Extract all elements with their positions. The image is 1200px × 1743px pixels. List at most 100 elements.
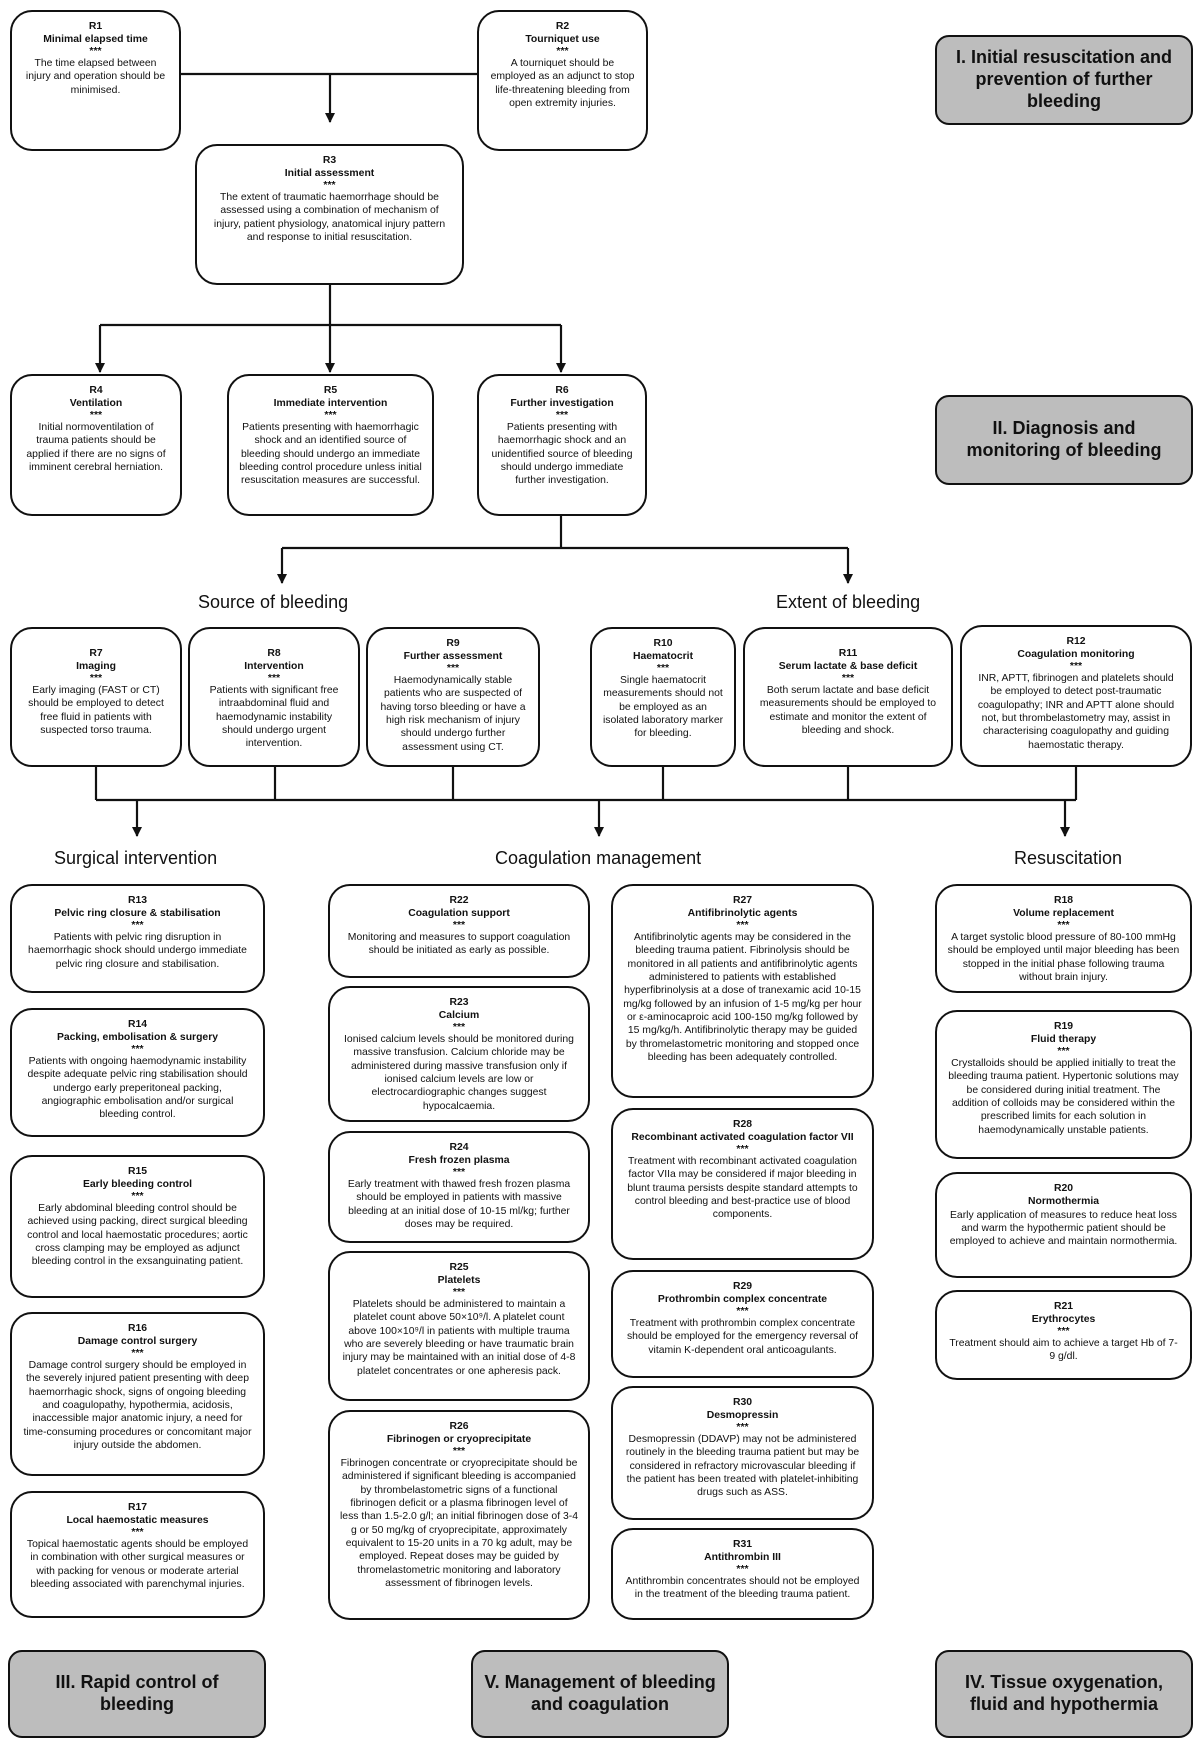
rec-title: Recombinant activated coagulation factor…	[631, 1132, 854, 1144]
rec-title: Imaging	[76, 661, 116, 673]
rec-r15: R15 Early bleeding control *** Early abd…	[10, 1155, 265, 1298]
rec-title: Minimal elapsed time	[43, 34, 148, 46]
rec-grade: ***	[656, 662, 670, 674]
rec-id: R23	[449, 997, 469, 1008]
rec-text: Ionised calcium levels should be monitor…	[344, 1034, 574, 1112]
rec-grade: ***	[1069, 660, 1083, 672]
rec-r28: R28 Recombinant activated coagulation fa…	[611, 1108, 874, 1260]
rec-text: Patients presenting with haemorrhagic sh…	[239, 422, 422, 487]
rec-r29: R29 Prothrombin complex concentrate *** …	[611, 1270, 874, 1378]
header-coagulation-management: Coagulation management	[495, 848, 702, 868]
rec-title: Prothrombin complex concentrate	[657, 1294, 828, 1306]
rec-text: Early application of measures to reduce …	[949, 1209, 1178, 1248]
rec-grade: ***	[736, 1143, 749, 1155]
rec-id: R4	[89, 385, 103, 396]
rec-id: R30	[732, 1397, 753, 1408]
rec-id: R26	[449, 1421, 469, 1432]
rec-r14: R14 Packing, embolisation & surgery *** …	[10, 1008, 265, 1137]
rec-grade: ***	[89, 45, 102, 57]
rec-grade: ***	[1057, 919, 1070, 931]
rec-grade: ***	[131, 919, 144, 931]
rec-text: The extent of traumatic haemorrhage shou…	[213, 192, 446, 243]
header-surgical-intervention: Surgical intervention	[54, 848, 218, 868]
rec-id: R21	[1053, 1301, 1074, 1312]
rec-grade: ***	[452, 1021, 466, 1033]
rec-id: R10	[653, 638, 673, 649]
rec-r22: R22 Coagulation support *** Monitoring a…	[328, 884, 590, 978]
rec-title: Calcium	[438, 1010, 480, 1022]
rec-r21: R21 Erythrocytes *** Treatment should ai…	[935, 1290, 1192, 1380]
rec-grade: ***	[452, 1286, 466, 1298]
rec-text: INR, APTT, fibrinogen and platelets shou…	[977, 673, 1175, 751]
rec-grade: ***	[736, 1421, 749, 1433]
rec-grade: ***	[324, 409, 337, 421]
rec-grade: ***	[736, 1563, 749, 1575]
rec-text: Crystalloids should be applied initially…	[948, 1058, 1179, 1136]
rec-title: Intervention	[244, 661, 304, 673]
section-iii-rapid-control: III. Rapid control of bleeding	[8, 1650, 266, 1738]
rec-title: Antifibrinolytic agents	[687, 908, 798, 920]
rec-id: R2	[555, 21, 570, 32]
rec-id: R20	[1053, 1183, 1074, 1194]
rec-id: R15	[127, 1166, 148, 1177]
rec-id: R19	[1053, 1021, 1074, 1032]
rec-grade: ***	[736, 1305, 749, 1317]
rec-title: Tourniquet use	[525, 34, 600, 46]
rec-r18: R18 Volume replacement *** A target syst…	[935, 884, 1192, 993]
rec-id: R28	[732, 1119, 753, 1130]
rec-r1: R1 Minimal elapsed time *** The time ela…	[10, 10, 181, 151]
rec-r3: R3 Initial assessment *** The extent of …	[195, 144, 464, 285]
rec-title: Haematocrit	[632, 651, 694, 663]
rec-id: R29	[732, 1281, 753, 1292]
rec-title: Immediate intervention	[273, 398, 388, 410]
rec-grade: ***	[131, 1347, 144, 1359]
rec-r31: R31 Antithrombin III *** Antithrombin co…	[611, 1528, 874, 1620]
rec-text: Monitoring and measures to support coagu…	[347, 932, 571, 957]
rec-r25: R25 Platelets *** Platelets should be ad…	[328, 1251, 590, 1401]
rec-id: R16	[127, 1323, 148, 1334]
rec-id: R17	[127, 1502, 148, 1513]
rec-text: The time elapsed between injury and oper…	[25, 58, 166, 96]
section-ii-diagnosis-monitoring: II. Diagnosis and monitoring of bleeding	[935, 395, 1193, 485]
rec-text: Early treatment with thawed fresh frozen…	[347, 1179, 571, 1230]
rec-grade: ***	[1057, 1045, 1070, 1057]
rec-text: Single haematocrit measurements should n…	[602, 675, 724, 740]
rec-id: R3	[322, 155, 337, 166]
rec-title: Pelvic ring closure & stabilisation	[54, 908, 221, 920]
rec-grade: ***	[556, 45, 569, 57]
rec-title: Local haemostatic measures	[66, 1515, 209, 1527]
rec-grade: ***	[89, 672, 103, 684]
rec-title: Fresh frozen plasma	[408, 1155, 510, 1167]
rec-text: Antithrombin concentrates should not be …	[625, 1576, 860, 1601]
rec-text: Patients presenting with haemorrhagic sh…	[491, 422, 633, 487]
rec-id: R11	[838, 648, 858, 659]
rec-id: R18	[1053, 895, 1074, 906]
rec-text: Platelets should be administered to main…	[342, 1299, 576, 1377]
rec-r26: R26 Fibrinogen or cryoprecipitate *** Fi…	[328, 1410, 590, 1620]
header-extent-of-bleeding: Extent of bleeding	[776, 592, 921, 612]
rec-id: R9	[446, 638, 460, 649]
rec-r20: R20 Normothermia Early application of me…	[935, 1172, 1192, 1278]
rec-text: Fibrinogen concentrate or cryoprecipitat…	[340, 1458, 578, 1589]
rec-title: Serum lactate & base deficit	[778, 661, 918, 673]
rec-r30: R30 Desmopressin *** Desmopressin (DDAVP…	[611, 1386, 874, 1520]
rec-title: Erythrocytes	[1031, 1314, 1096, 1326]
rec-grade: ***	[555, 409, 569, 421]
rec-id: R14	[127, 1019, 148, 1030]
rec-title: Platelets	[437, 1275, 481, 1287]
rec-r23: R23 Calcium *** Ionised calcium levels s…	[328, 986, 590, 1122]
rec-grade: ***	[841, 672, 855, 684]
rec-text: Treatment should aim to achieve a target…	[949, 1338, 1178, 1363]
rec-title: Fibrinogen or cryoprecipitate	[386, 1434, 532, 1446]
rec-grade: ***	[452, 1445, 466, 1457]
rec-id: R7	[89, 648, 103, 659]
rec-grade: ***	[131, 1043, 144, 1055]
rec-r6: R6 Further investigation *** Patients pr…	[477, 374, 647, 516]
rec-text: Patients with significant free intraabdo…	[209, 685, 339, 750]
rec-title: Volume replacement	[1013, 908, 1114, 920]
rec-title: Coagulation monitoring	[1017, 649, 1135, 661]
rec-text: Patients with ongoing haemodynamic insta…	[27, 1056, 248, 1121]
rec-title: Antithrombin III	[704, 1552, 781, 1564]
rec-id: R13	[127, 895, 148, 906]
